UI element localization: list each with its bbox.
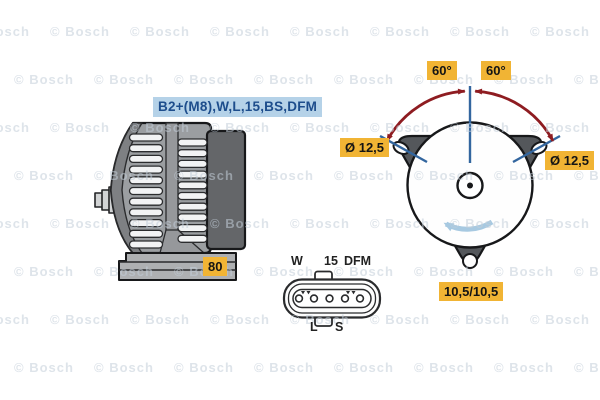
louver-slat (128, 176, 164, 185)
connector-pin-label-15: 15 (324, 254, 338, 268)
connector-drawing (282, 270, 382, 327)
length-dimension-label: 80 (203, 257, 228, 276)
connector-shell-inner (287, 283, 377, 314)
louver-slat (177, 159, 208, 169)
louver-slat (128, 154, 164, 164)
connector-pin (309, 294, 319, 303)
louver-slat (128, 240, 164, 249)
louver-slat (177, 223, 208, 233)
louver-slat (128, 208, 164, 217)
connector-pin-label-dfm: DFM (344, 254, 372, 268)
cooling-louvers-right (177, 138, 208, 243)
bottom-hole-dimension-label: 10,5/10,5 (439, 282, 504, 301)
angle-label-left: 60° (427, 61, 457, 80)
louver-slat (128, 218, 164, 228)
rear-housing-block (205, 129, 247, 251)
connector-pin-label-w: W (291, 254, 303, 268)
hole-diameter-label-right: Ø 12,5 (545, 151, 595, 170)
louver-slat (177, 138, 208, 147)
louver-slat (128, 165, 164, 174)
louver-slat (128, 229, 164, 238)
connector-pin-label-s: S (335, 320, 344, 334)
shaft-center-dot (467, 182, 473, 189)
louver-slat (177, 202, 208, 211)
louver-slat (128, 144, 164, 153)
louver-slat (177, 170, 208, 179)
louver-slat (128, 133, 164, 142)
louver-slat (128, 186, 164, 196)
angle-arc-right (474, 88, 555, 142)
connector-pin (355, 294, 365, 303)
connector-pin-label-l: L (310, 320, 318, 334)
connector-pins (294, 294, 365, 303)
connector-pin (325, 294, 334, 303)
connector-pin (340, 294, 350, 303)
angle-label-right: 60° (481, 61, 511, 80)
mounting-hole-bottom (462, 253, 478, 269)
cooling-louvers-left (128, 133, 164, 249)
louver-slat (177, 234, 208, 243)
louver-slat (177, 213, 208, 222)
angle-arc-left (385, 88, 466, 142)
louver-slat (177, 191, 208, 201)
connector-pin (294, 294, 304, 303)
louver-slat (128, 197, 164, 206)
louver-slat (177, 181, 208, 190)
front-view-drawing (379, 86, 561, 269)
louver-slat (177, 149, 208, 158)
hole-diameter-label-left: Ø 12,5 (340, 138, 390, 157)
connector-key-notches (301, 291, 356, 295)
rotation-arrow-icon (443, 219, 494, 232)
terminal-designation-label: B2+(M8),W,L,15,BS,DFM (153, 97, 323, 117)
